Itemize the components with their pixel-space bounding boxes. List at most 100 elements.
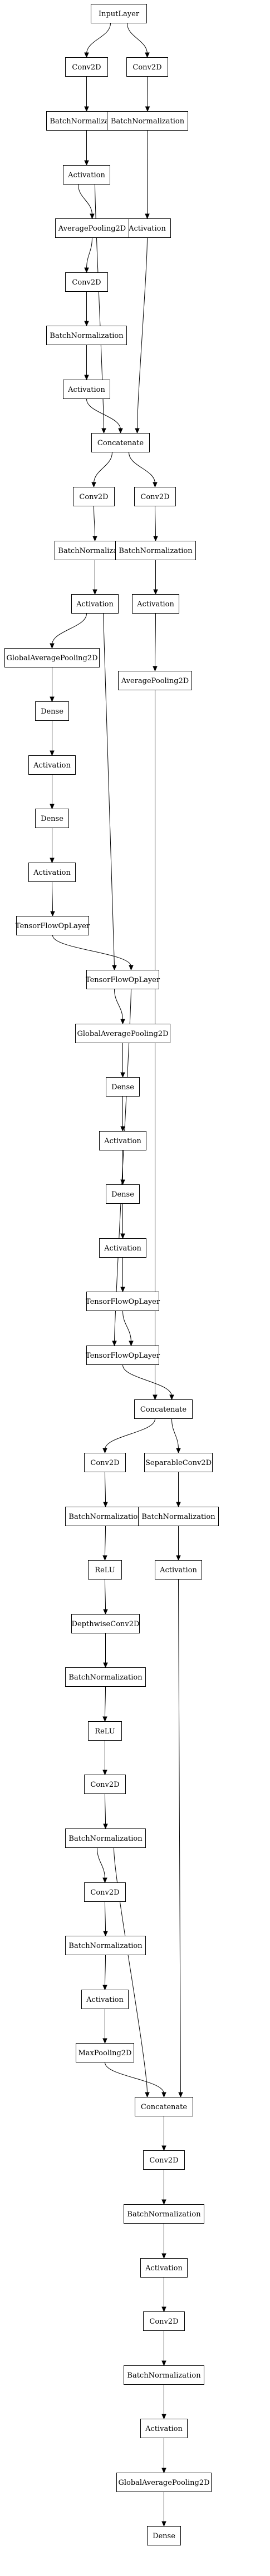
layer-node-act-f2: Activation: [99, 1238, 146, 1258]
arrow-head-icon: [176, 1448, 181, 1454]
node-box: [46, 326, 127, 345]
node-box: [118, 671, 192, 690]
node-label: Concatenate: [141, 2103, 187, 2111]
node-label: Dense: [41, 815, 63, 823]
node-box: [84, 1882, 126, 1902]
node-box: [143, 2150, 185, 2170]
arrow-head-icon: [112, 965, 117, 971]
edge-act-a2-to-concat1: [86, 398, 121, 430]
node-label: Conv2D: [132, 63, 161, 72]
arrow-head-icon: [50, 643, 55, 649]
layer-node-dense4: Dense: [106, 1184, 140, 1204]
edge-act-e2-to-tfop1: [52, 881, 53, 913]
node-label: Activation: [128, 225, 166, 233]
arrow-head-icon: [84, 321, 89, 327]
arrow-head-icon: [103, 1502, 108, 1508]
node-box: [71, 594, 119, 614]
node-label: BatchNormalization: [127, 2371, 201, 2380]
edge-conv-d1-to-bn-d1: [155, 506, 156, 538]
node-box: [143, 2311, 185, 2331]
arrow-head-icon: [176, 1502, 181, 1508]
layer-node-act-f1: Activation: [99, 1131, 146, 1150]
edge-avgpool1-to-conv-a2: [86, 237, 92, 270]
arrow-head-icon: [135, 428, 140, 434]
layer-node-avgpool2: AveragePooling2D: [118, 671, 192, 690]
node-label: BatchNormalization: [119, 547, 193, 555]
node-label: BatchNormalization: [68, 1673, 143, 1682]
node-label: SeparableConv2D: [145, 1459, 212, 1467]
layer-node-concat2: Concatenate: [134, 1399, 193, 1419]
arrow-head-icon: [50, 750, 55, 756]
node-label: AveragePooling2D: [58, 225, 126, 233]
layer-node-act-d1: Activation: [132, 594, 179, 614]
layer-node-bn-g2: BatchNormalization: [65, 1667, 146, 1687]
edge-concat1-to-conv-c1: [94, 452, 112, 484]
arrow-head-icon: [145, 213, 150, 220]
layer-node-dense3: Dense: [106, 1077, 140, 1097]
node-label: Activation: [159, 1566, 197, 1575]
edge-input-to-conv-b1: [127, 23, 148, 54]
arrow-head-icon: [120, 1179, 125, 1185]
layer-node-maxpool1: MaxPooling2D: [76, 2043, 134, 2062]
node-label: Activation: [145, 2425, 183, 2433]
layer-node-act-a1: Activation: [63, 165, 110, 185]
node-box: [91, 4, 147, 23]
node-box: [88, 1721, 122, 1741]
node-label: GlobalAveragePooling2D: [77, 1030, 168, 1038]
layer-node-tfop2: TensorFlowOpLayer: [86, 970, 160, 989]
arrow-head-icon: [50, 911, 55, 917]
arrow-head-icon: [112, 1341, 117, 1347]
node-box: [140, 2419, 188, 2438]
node-box: [135, 2097, 193, 2116]
node-label: Dense: [111, 1083, 134, 1092]
arrow-head-icon: [90, 213, 95, 220]
edge-conv-g2-to-bn-g3: [105, 1793, 106, 1826]
layer-node-concat1: Concatenate: [91, 433, 150, 452]
node-box: [84, 1453, 126, 1472]
node-box: [86, 970, 159, 989]
layer-node-conv-k1: Conv2D: [143, 2150, 185, 2170]
layer-node-conv-b1: Conv2D: [126, 57, 168, 77]
arrow-head-icon: [102, 1716, 107, 1722]
node-label: Activation: [104, 1137, 141, 1145]
arrow-head-icon: [120, 1287, 125, 1293]
node-box: [65, 1936, 146, 1955]
node-label: InputLayer: [99, 10, 140, 18]
node-box: [16, 916, 89, 935]
edge-act-h1-to-concat3: [178, 1579, 181, 2094]
arrow-head-icon: [161, 2468, 166, 2474]
node-label: TensorFlowOpLayer: [86, 976, 160, 984]
node-box: [99, 1238, 146, 1258]
arrow-head-icon: [153, 589, 158, 595]
node-box: [132, 594, 179, 614]
arrow-head-icon: [84, 106, 89, 112]
edge-relu1-to-dwconv1: [105, 1579, 106, 1611]
layer-node-conv-a1: Conv2D: [65, 57, 108, 77]
edge-act-a1-to-avgpool1: [78, 184, 92, 216]
arrow-head-icon: [153, 482, 158, 488]
node-box: [65, 1828, 146, 1848]
layer-node-act-h1: Activation: [155, 1560, 202, 1580]
edge-bn-g3-to-concat3: [114, 1847, 148, 2094]
node-box: [81, 1990, 129, 2009]
arrow-head-icon: [103, 1931, 108, 1937]
node-label: BatchNormalization: [50, 117, 124, 126]
arrow-head-icon: [120, 1126, 125, 1132]
arrow-head-icon: [103, 1609, 108, 1615]
node-box: [35, 809, 69, 828]
node-box: [147, 2526, 181, 2545]
layer-node-dwconv1: DepthwiseConv2D: [71, 1614, 140, 1633]
node-label: Dense: [111, 1190, 134, 1199]
layer-node-dense1: Dense: [35, 701, 69, 721]
node-box: [86, 1292, 159, 1311]
node-label: Conv2D: [149, 2318, 178, 2326]
layer-node-bn-h1: BatchNormalization: [138, 1507, 219, 1526]
edge-tfop3-to-tfop4: [122, 1311, 131, 1343]
node-box: [124, 2365, 204, 2385]
arrow-head-icon: [161, 2092, 166, 2098]
node-label: Activation: [67, 386, 105, 394]
node-box: [124, 218, 171, 238]
arrow-head-icon: [161, 2414, 166, 2420]
node-box: [116, 2473, 212, 2492]
